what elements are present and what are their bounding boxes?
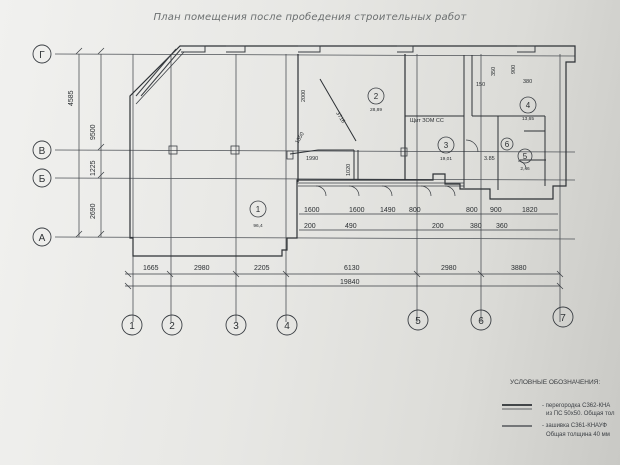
inner-dimension-200-a: 200 xyxy=(304,223,316,230)
top-dimension-350: 350 xyxy=(491,67,497,76)
axis-label-g: Г xyxy=(39,50,45,61)
room-label-2: 2 xyxy=(374,92,379,101)
axis-dimension-2980-a: 2980 xyxy=(194,265,210,272)
axis-marker-g xyxy=(32,44,52,64)
room-marker-4 xyxy=(519,96,537,114)
left-dimension-4585: 4585 xyxy=(68,90,75,106)
legend-item-1-line-2: из ПС 50х50. Общая тол xyxy=(546,411,615,417)
axis-dimension-2205: 2205 xyxy=(254,265,270,272)
axis-label-v: В xyxy=(39,146,46,157)
inner-dimension-800-b: 800 xyxy=(466,207,478,214)
room-marker-6 xyxy=(500,137,514,151)
axis-label-4: 4 xyxy=(284,321,290,332)
top-dimension-900: 900 xyxy=(511,65,517,74)
room-area-2: 28,89 xyxy=(370,107,382,113)
axis-lines xyxy=(54,53,576,322)
room-label-3: 3 xyxy=(444,141,449,150)
axis-label-2: 2 xyxy=(169,321,175,332)
door-swings xyxy=(315,139,527,197)
axis-marker-b xyxy=(32,168,52,188)
legend-item-2-line-1: - зашивка С361-КНАУФ xyxy=(542,423,607,429)
inner-dimension-490: 490 xyxy=(345,223,357,230)
axis-label-b: Б xyxy=(39,174,46,185)
inner-dimensions: 1990 1020 1600 1600 1490 800 800 900 182… xyxy=(304,156,538,230)
axis-dimension-6130: 6130 xyxy=(344,265,360,272)
dimension-lines xyxy=(124,213,564,290)
room-label-6: 6 xyxy=(505,140,510,149)
top-dimension-1350: 1350 xyxy=(295,131,306,145)
axis-label-7: 7 xyxy=(560,313,566,324)
axis-marker-a xyxy=(32,227,52,247)
room-marker-3 xyxy=(437,136,455,154)
axis-dimensions: 1665 2980 2205 6130 2980 3880 19840 xyxy=(143,265,527,286)
top-dimension-2000: 2000 xyxy=(301,90,307,102)
inner-dimension-1020: 1020 xyxy=(346,164,352,176)
left-dimensions: 4585 9500 1225 2690 xyxy=(68,90,97,219)
inner-dimension-360: 360 xyxy=(496,223,508,230)
top-dimensions: 2000 3716 1350 150 350 900 380 xyxy=(295,65,533,145)
inner-dimension-385: 3.85 xyxy=(484,156,495,162)
room-area-3: 19,01 xyxy=(440,156,452,162)
inner-dimension-1820: 1820 xyxy=(522,207,538,214)
axis-line-b xyxy=(54,177,576,181)
room-area-1: 96,4 xyxy=(253,223,263,229)
inner-dimension-1600-a: 1600 xyxy=(304,207,320,214)
axis-marker-7 xyxy=(552,306,574,328)
exterior-walls xyxy=(129,45,576,257)
plan-title: План помещения после пробедения строител… xyxy=(153,12,467,23)
axis-line-g xyxy=(54,53,576,57)
axis-dimension-1665: 1665 xyxy=(143,265,159,272)
top-dimension-150: 150 xyxy=(476,82,485,88)
inner-dimension-800-a: 800 xyxy=(409,207,421,214)
inner-dimension-1990: 1990 xyxy=(306,156,318,162)
top-dimension-3716: 3716 xyxy=(334,111,346,125)
axis-label-6: 6 xyxy=(478,316,484,327)
inner-dimension-1600-b: 1600 xyxy=(349,207,365,214)
inner-dimension-1490: 1490 xyxy=(380,207,396,214)
room-markers: 1 96,4 2 28,89 3 19,01 4 13,65 5 2,46 6 xyxy=(249,87,537,229)
inner-dimension-380: 380 xyxy=(470,223,482,230)
axis-dimension-2980-b: 2980 xyxy=(441,265,457,272)
axis-label-3: 3 xyxy=(233,321,239,332)
axis-marker-1 xyxy=(121,314,143,336)
bottom-axis-markers: 1 2 3 4 5 6 7 xyxy=(121,306,574,336)
axis-marker-2 xyxy=(161,314,183,336)
total-dimension: 19840 xyxy=(340,279,360,286)
interior-walls xyxy=(168,54,546,190)
room-marker-1 xyxy=(249,200,267,218)
axis-line-v xyxy=(54,149,576,153)
axis-marker-3 xyxy=(225,314,247,336)
left-dimension-lines xyxy=(75,47,105,238)
axis-label-1: 1 xyxy=(129,321,135,332)
room-marker-5 xyxy=(517,148,533,164)
room-area-4: 13,65 xyxy=(522,116,534,122)
room-label-4: 4 xyxy=(526,101,531,110)
room-area-5: 2,46 xyxy=(520,166,530,172)
legend-title: УСЛОВНЫЕ ОБОЗНАЧЕНИЯ: xyxy=(510,379,600,386)
axis-marker-4 xyxy=(276,314,298,336)
left-axis-markers: Г В Б А xyxy=(32,44,52,247)
axis-label-5: 5 xyxy=(415,316,421,327)
inner-dimension-900: 900 xyxy=(490,207,502,214)
legend: УСЛОВНЫЕ ОБОЗНАЧЕНИЯ: - перегородка С362… xyxy=(502,379,615,438)
axis-marker-v xyxy=(32,140,52,160)
room-label-1: 1 xyxy=(256,205,261,214)
room-marker-2 xyxy=(367,87,385,105)
axis-label-a: А xyxy=(39,233,46,244)
left-dimension-1225: 1225 xyxy=(90,160,97,176)
axis-line-a xyxy=(54,236,576,240)
axis-marker-6 xyxy=(470,309,492,331)
inner-dimension-200-b: 200 xyxy=(432,223,444,230)
equipment-label: Щит ЗОМ СС xyxy=(410,118,444,124)
left-dimension-9500: 9500 xyxy=(90,124,97,140)
axis-marker-5 xyxy=(407,309,429,331)
left-dimension-2690: 2690 xyxy=(90,203,97,219)
top-dimension-380: 380 xyxy=(523,79,532,85)
axis-dimension-3880: 3880 xyxy=(511,265,527,272)
room-label-5: 5 xyxy=(523,152,528,161)
legend-item-2-line-2: Общая толщина 40 мм xyxy=(546,432,610,438)
legend-item-1-line-1: - перегородка С362-КНА xyxy=(542,403,610,409)
